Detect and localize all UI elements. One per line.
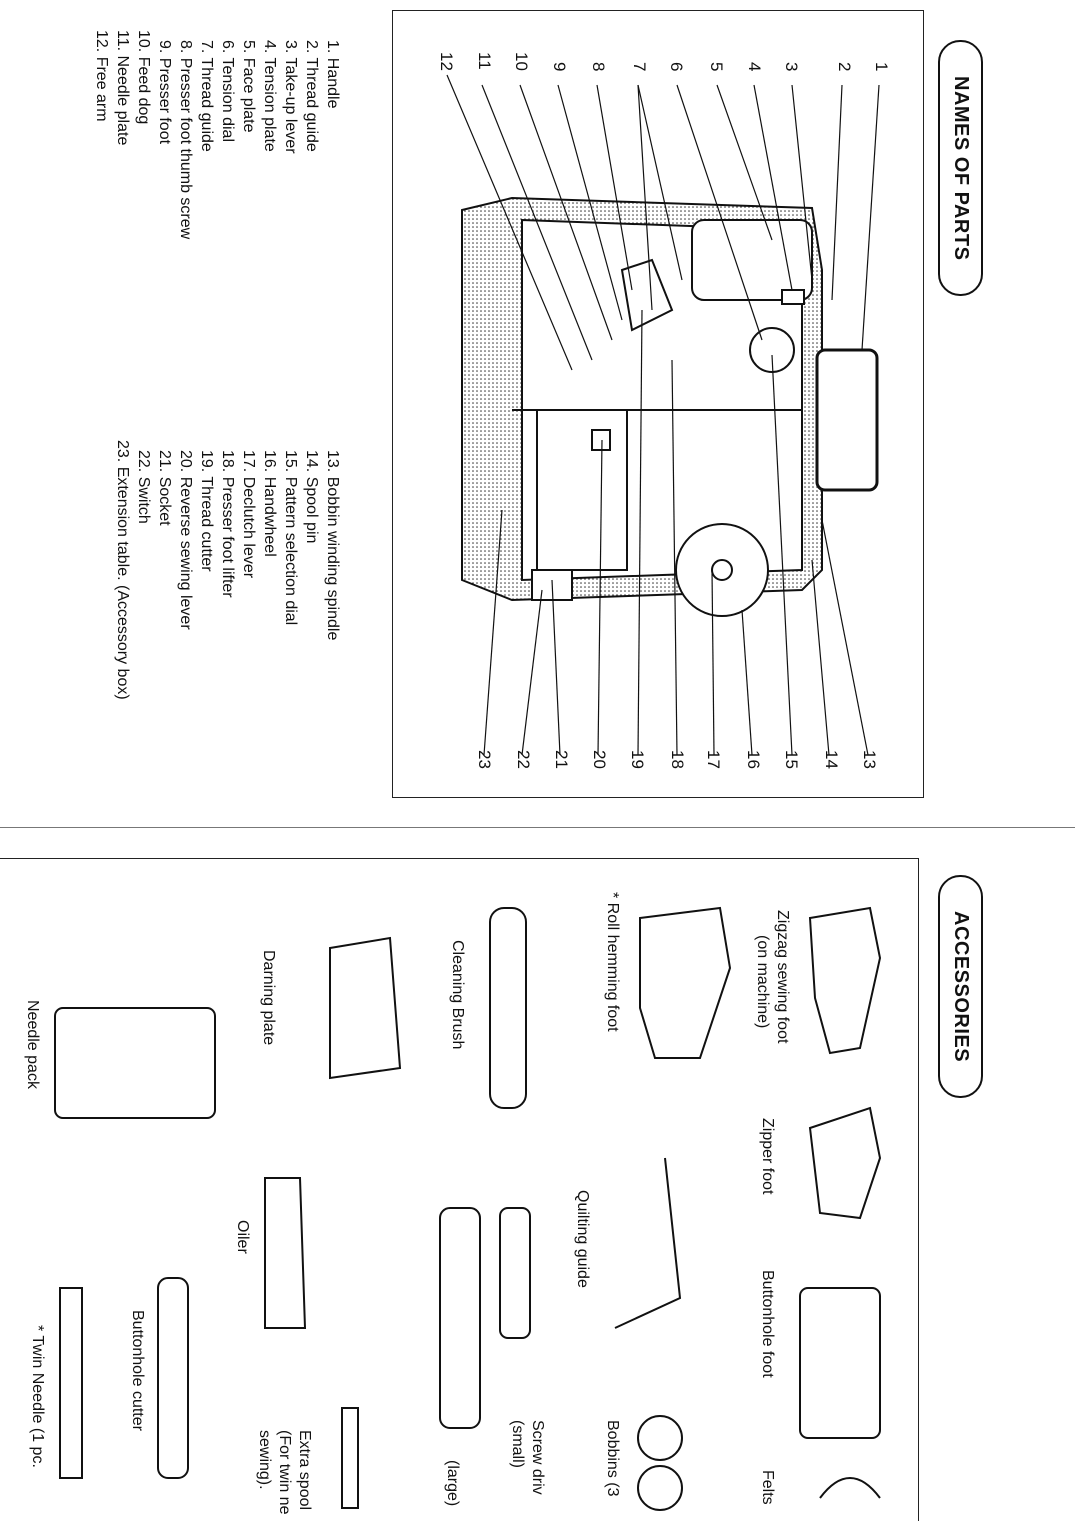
roll-hemming-foot-label: * Roll hemming foot — [604, 892, 621, 1032]
felts-icon — [819, 1477, 881, 1499]
part-13: 13. Bobbin winding spindle — [324, 450, 341, 641]
screw-driver-large-icon — [439, 1207, 481, 1429]
oiler-icon — [264, 1177, 307, 1329]
part-5: 5. Face plate — [240, 40, 257, 133]
screw-driver-label-line2: (small) — [509, 1420, 526, 1468]
part-6: 6. Tension dial — [219, 40, 236, 142]
part-4: 4. Tension plate — [261, 40, 278, 152]
accessories-frame — [0, 858, 919, 1521]
accessory-illustrations — [54, 906, 882, 1511]
darning-plate-label: Darning plate — [260, 950, 277, 1046]
part-7: 7. Thread guide — [198, 40, 215, 152]
part-20: 20. Reverse sewing lever — [177, 450, 194, 630]
extra-spool-label-line3: sewing). — [256, 1430, 273, 1490]
roll-hemming-foot-icon — [639, 906, 732, 1059]
twin-needle-icon — [59, 1287, 83, 1479]
part-22: 22. Switch — [135, 450, 152, 524]
accessories-section-header: ACCESSORIES — [938, 875, 983, 1099]
part-11: 11. Needle plate — [114, 30, 131, 146]
names-of-parts-title: NAMES OF PARTS — [938, 40, 983, 297]
quilting-guide-label: Quilting guide — [574, 1190, 591, 1288]
part-3: 3. Take-up lever — [282, 40, 299, 154]
part-15: 15. Pattern selection dial — [282, 450, 299, 626]
bobbins-label: Bobbins (3 — [604, 1420, 621, 1497]
zipper-foot-label: Zipper foot — [759, 1118, 776, 1195]
buttonhole-foot-label: Buttonhole foot — [759, 1270, 776, 1378]
needle-pack-icon — [54, 1007, 216, 1119]
part-18: 18. Presser foot lifter — [219, 450, 236, 598]
part-9: 9. Presser foot — [156, 40, 173, 145]
extra-spool-label-line2: (For twin ne — [276, 1430, 293, 1515]
part-14: 14. Spool pin — [303, 450, 320, 544]
needle-pack-label: Needle pack — [24, 1000, 41, 1089]
twin-needle-label: * Twin Needle (1 pc. — [29, 1325, 46, 1468]
extra-spool-icon — [341, 1407, 359, 1509]
part-21: 21. Socket — [156, 450, 173, 526]
machine-diagram-frame — [392, 10, 924, 798]
zigzag-foot-label-line1: Zigzag sewing foot — [774, 910, 791, 1044]
buttonhole-cutter-icon — [157, 1277, 189, 1479]
part-23: 23. Extension table. (Accessory box) — [114, 440, 131, 700]
names-section-header: NAMES OF PARTS — [938, 40, 983, 297]
sewing-machine-illustration — [461, 196, 879, 617]
zigzag-foot-icon — [808, 906, 882, 1055]
buttonhole-foot-icon — [799, 1287, 881, 1439]
bobbin-icon — [637, 1415, 683, 1461]
cleaning-brush-icon — [489, 907, 527, 1109]
oiler-label: Oiler — [234, 1220, 251, 1254]
accessories-title: ACCESSORIES — [938, 875, 983, 1099]
screw-driver-large-label: (large) — [444, 1460, 461, 1507]
part-8: 8. Presser foot thumb screw — [177, 40, 194, 240]
darning-plate-icon — [329, 936, 402, 1080]
part-19: 19. Thread cutter — [198, 450, 215, 572]
part-12: 12. Free arm — [93, 30, 110, 122]
screw-driver-small-icon — [499, 1207, 531, 1339]
cleaning-brush-label: Cleaning Brush — [449, 940, 466, 1050]
page-divider — [0, 827, 1075, 828]
callout-leader-lines — [446, 74, 880, 756]
zipper-foot-icon — [808, 1106, 882, 1220]
screw-driver-label-line1: Screw driv — [529, 1420, 546, 1495]
extra-spool-label-line1: Extra spool — [296, 1430, 313, 1511]
buttonhole-cutter-label: Buttonhole cutter — [129, 1310, 146, 1431]
part-1: 1. Handle — [324, 40, 341, 109]
zigzag-foot-label-line2: (on machine) — [754, 935, 771, 1029]
part-16: 16. Handwheel — [261, 450, 278, 557]
felts-label: Felts — [759, 1470, 776, 1505]
part-17: 17. Declutch lever — [240, 450, 257, 579]
quilting-guide-icon — [614, 1157, 682, 1329]
part-2: 2. Thread guide — [303, 40, 320, 152]
part-10: 10. Feed dog — [135, 30, 152, 125]
parts-list-1: 1. Handle — [319, 40, 341, 109]
